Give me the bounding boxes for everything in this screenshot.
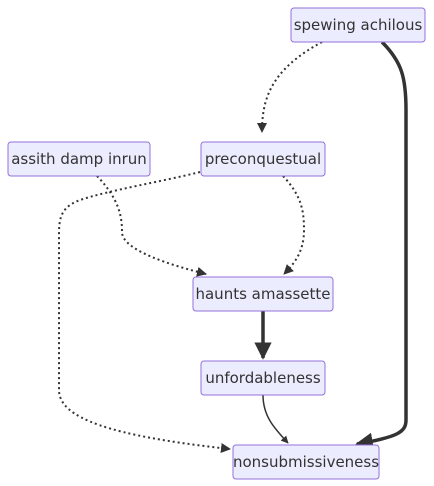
edge-assith-to-haunts [96,175,207,277]
node-label: unfordableness [205,369,321,387]
node-label: assith damp inrun [11,150,147,168]
node-label: nonsubmissiveness [233,453,379,471]
node-label: preconquestual [205,150,321,168]
node-nonsubmissiveness: nonsubmissiveness [232,444,380,480]
node-label: spewing achilous [294,16,423,34]
edge-unfordableness-to-nonsubmissiveness [262,394,289,444]
node-preconquestual: preconquestual [200,141,326,177]
edge-preconquestual-to-nonsubmissiveness [57,171,231,454]
edge-preconquestual-to-haunts [282,175,306,275]
node-label: haunts amassette [195,285,330,303]
node-assith-damp-inrun: assith damp inrun [7,141,151,177]
edge-spewing-to-preconquestual [257,41,323,133]
edge-spewing-to-nonsubmissiveness [355,40,408,450]
node-haunts-amassette: haunts amassette [192,276,334,312]
node-spewing-achilous: spewing achilous [290,7,426,43]
node-unfordableness: unfordableness [200,360,326,396]
